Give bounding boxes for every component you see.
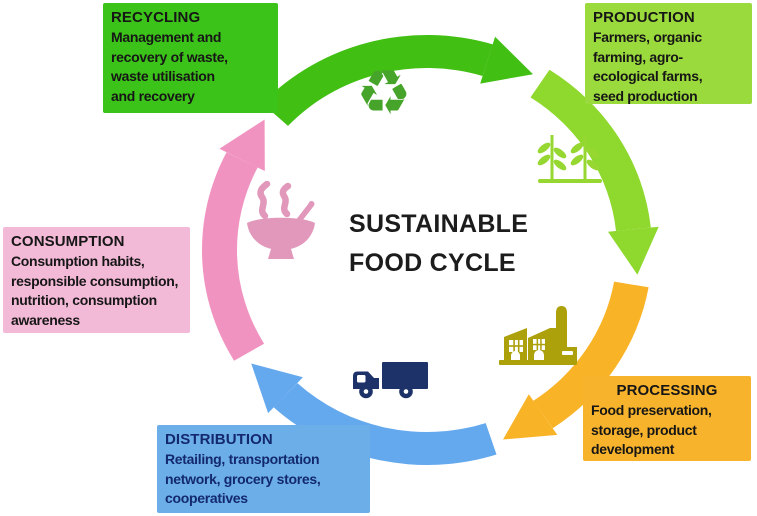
recycling-arc bbox=[262, 34, 493, 126]
stage-box-recycling: RECYCLING Management and recovery of was… bbox=[103, 3, 278, 113]
stage-title-distribution: DISTRIBUTION bbox=[165, 431, 273, 448]
stage-title-consumption: CONSUMPTION bbox=[11, 233, 125, 250]
production-arrowhead bbox=[608, 226, 659, 275]
stage-box-distribution: DISTRIBUTION Retailing, transportation n… bbox=[157, 425, 370, 513]
consumption-arrowhead bbox=[219, 119, 265, 171]
stage-title-processing: PROCESSING bbox=[616, 382, 718, 399]
consumption-arc bbox=[201, 152, 265, 361]
processing-arc bbox=[533, 281, 649, 429]
truck-icon bbox=[349, 360, 429, 400]
stage-desc-distribution: Retailing, transportation network, groce… bbox=[165, 451, 321, 506]
recycle-symbol: ♻ bbox=[356, 56, 412, 129]
stage-desc-production: Farmers, organic farming, agro- ecologic… bbox=[593, 29, 703, 104]
processing-arrowhead bbox=[503, 394, 558, 440]
stage-title-production: PRODUCTION bbox=[593, 9, 695, 26]
stage-desc-consumption: Consumption habits, responsible consumpt… bbox=[11, 253, 179, 328]
diagram-title: SUSTAINABLE FOOD CYCLE bbox=[349, 205, 528, 283]
distribution-arrowhead bbox=[251, 363, 303, 414]
stage-box-production: PRODUCTION Farmers, organic farming, agr… bbox=[585, 3, 752, 104]
diagram-title-line1: SUSTAINABLE bbox=[349, 210, 529, 238]
stage-desc-recycling: Management and recovery of waste, waste … bbox=[111, 29, 228, 104]
stage-desc-processing: Food preservation, storage, product deve… bbox=[591, 402, 712, 457]
stage-box-consumption: CONSUMPTION Consumption habits, responsi… bbox=[3, 227, 190, 333]
soup-bowl-icon bbox=[240, 181, 322, 263]
recycling-arrowhead bbox=[480, 36, 533, 84]
stage-title-recycling: RECYCLING bbox=[111, 9, 201, 26]
stage-box-processing: PROCESSING Food preservation, storage, p… bbox=[583, 376, 751, 461]
diagram-title-line2: FOOD CYCLE bbox=[349, 249, 516, 277]
recycle-icon: ♻ bbox=[356, 62, 412, 124]
distribution-arc bbox=[273, 383, 497, 465]
seedlings-icon bbox=[536, 132, 604, 186]
factory-icon bbox=[497, 303, 579, 369]
